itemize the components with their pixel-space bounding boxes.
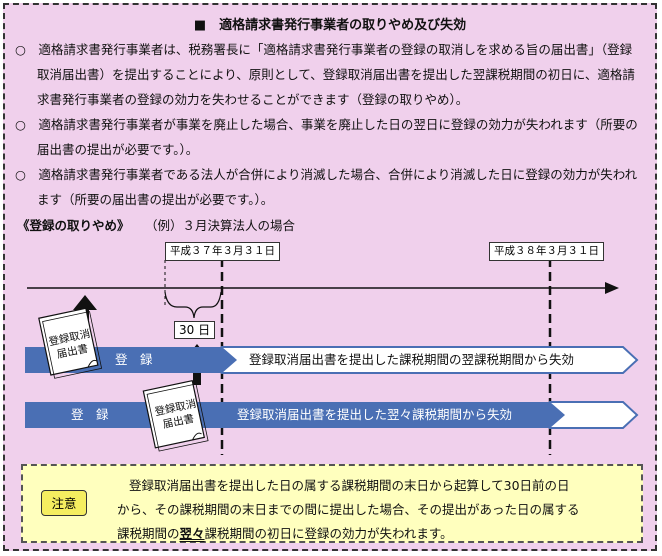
example-subheading: （例）３月決算法人の場合	[145, 218, 296, 233]
note-emphasis: 翌々	[179, 526, 205, 541]
panel-title: ■ 適格請求書発行事業者の取りやめ及び失効	[193, 18, 467, 33]
bar2-label: 登 録	[71, 407, 109, 422]
paragraph-business-closure: ○ 適格請求書発行事業者が事業を廃止した場合、事業を廃止した日の翌日に登録の効力…	[15, 117, 638, 157]
paragraph-merger: ○ 適格請求書発行事業者である法人が合併により消滅した場合、合併により消滅した日…	[15, 167, 638, 207]
bar1-description: 登録取消届出書を提出した課税期間の翌課税期間から失効	[249, 352, 575, 367]
thirty-day-bracket	[164, 291, 222, 319]
date1-label: 平成３７年３月３１日	[165, 242, 280, 261]
date2-label: 平成３８年３月３１日	[489, 242, 604, 261]
note-line-3: 課税期間の翌々課税期間の初日に登録の効力が失われます。	[117, 526, 453, 541]
bar2-description: 登録取消届出書を提出した翌々課税期間から失効	[237, 407, 513, 422]
timeline-diagram	[25, 258, 639, 455]
example-heading: 《登録の取りやめ》	[17, 218, 130, 233]
timeline-arrowhead	[605, 282, 619, 294]
note-label: 注意	[41, 490, 87, 516]
document-icon-2	[142, 379, 209, 452]
document-icon-1	[38, 307, 103, 379]
note-line-1: 登録取消届出書を提出した日の属する課税期間の末日から起算して30日前の日	[129, 478, 570, 493]
note-box: 注意 登録取消届出書を提出した日の属する課税期間の末日から起算して30日前の日 …	[21, 464, 643, 543]
info-panel: ■ 適格請求書発行事業者の取りやめ及び失効 ○ 適格請求書発行事業者は、税務署長…	[3, 3, 657, 551]
note-line-2: から、その課税期間の末日までの間に提出した場合、その提出があった日の属する	[117, 502, 580, 517]
thirty-days-label: 30 日	[174, 321, 216, 339]
bar1-label: 登 録	[115, 352, 153, 367]
paragraph-cancellation: ○ 適格請求書発行事業者は、税務署長に「適格請求書発行事業者の登録の取消しを求め…	[15, 42, 635, 107]
